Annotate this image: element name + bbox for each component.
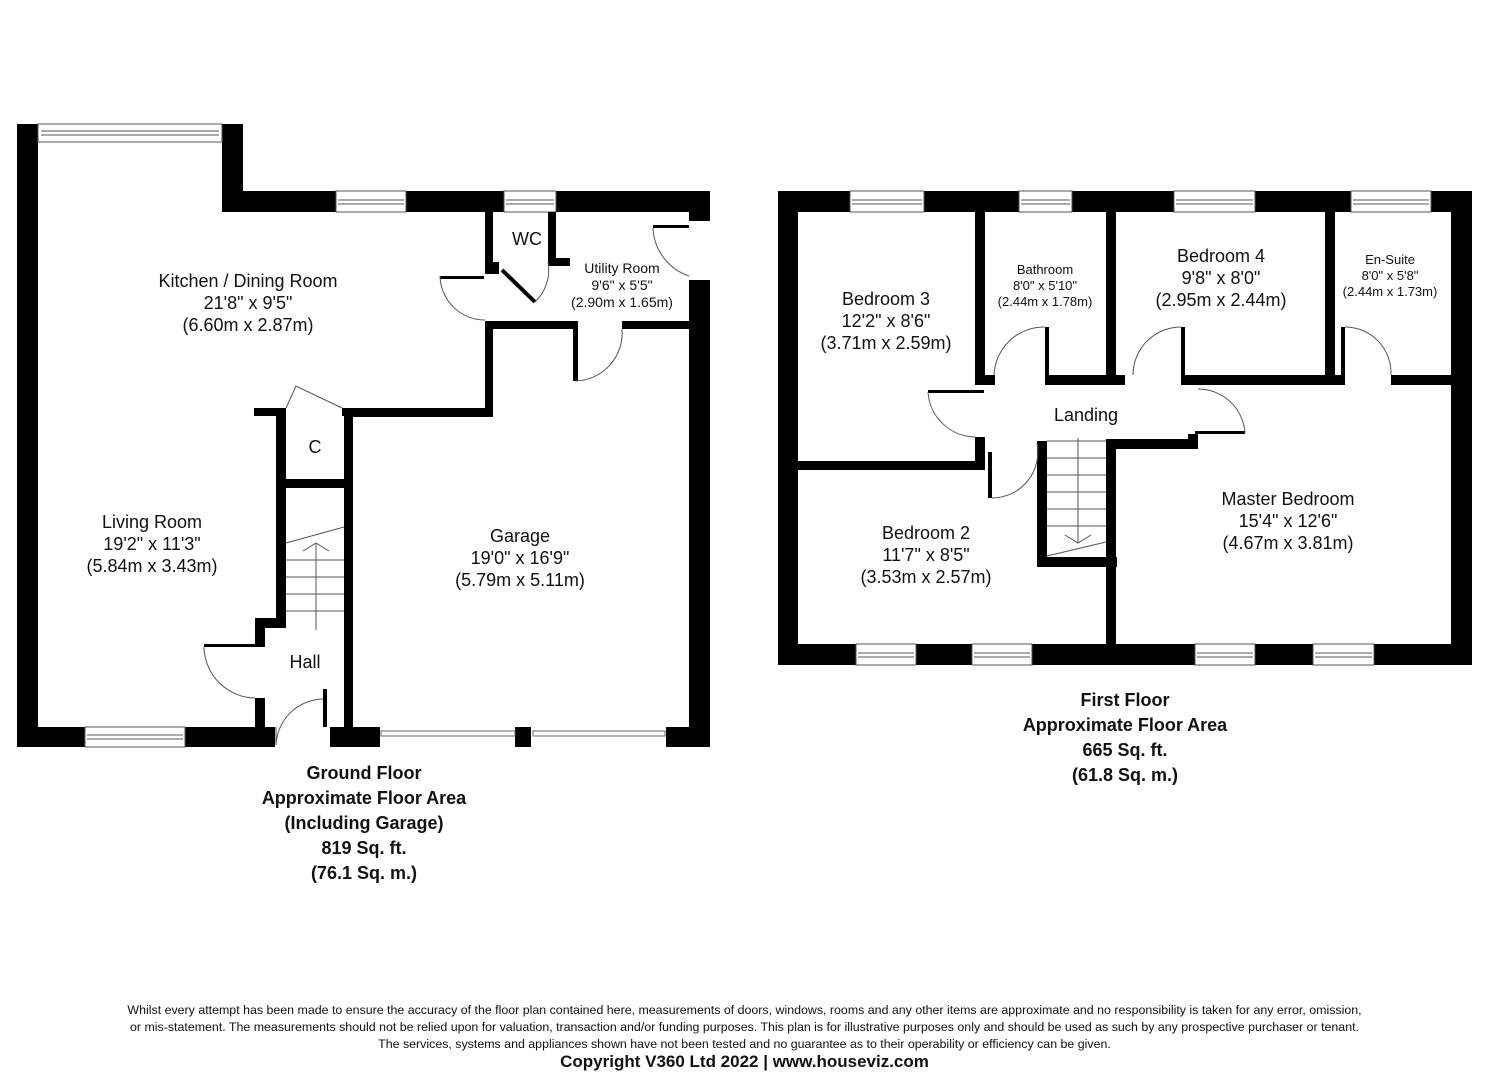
ground-floor-area-summary: Ground Floor Approximate Floor Area (Inc… — [214, 761, 514, 886]
room-name: Kitchen / Dining Room — [158, 271, 338, 291]
room-label-master-bedroom: Master Bedroom 15'4" x 12'6" (4.67m x 3.… — [1188, 489, 1388, 555]
copyright-notice: Copyright V360 Ltd 2022 | www.houseviz.c… — [560, 1052, 929, 1071]
room-label-hall: Hall — [275, 652, 335, 674]
room-dimensions-metric: (2.90m x 1.65m) — [571, 294, 673, 311]
room-dimensions-metric: (2.95m x 2.44m) — [1155, 289, 1287, 310]
room-dimensions-metric: (3.53m x 2.57m) — [860, 566, 992, 587]
disclaimer-line: The services, systems and appliances sho… — [378, 1037, 1111, 1051]
room-dimensions-metric: (6.60m x 2.87m) — [182, 314, 314, 335]
room-dimensions-metric: (5.84m x 3.43m) — [86, 555, 218, 576]
room-label-bedroom-4: Bedroom 4 9'8" x 8'0" (2.95m x 2.44m) — [1126, 246, 1316, 312]
area-label: Approximate Floor Area — [261, 788, 467, 808]
room-label-bedroom-3: Bedroom 3 12'2" x 8'6" (3.71m x 2.59m) — [796, 289, 976, 355]
area-sqft: 665 Sq. ft. — [1082, 740, 1168, 760]
room-name: C — [308, 437, 322, 457]
first-floor-plan — [778, 190, 1472, 666]
area-sqm: (61.8 Sq. m.) — [1071, 765, 1179, 785]
room-name: Bedroom 3 — [841, 289, 931, 309]
room-label-bathroom: Bathroom 8'0" x 5'10" (2.44m x 1.78m) — [985, 262, 1105, 310]
room-label-bedroom-2: Bedroom 2 11'7" x 8'5" (3.53m x 2.57m) — [836, 523, 1016, 589]
room-dimensions-imperial: 19'0" x 16'9" — [470, 547, 570, 568]
room-label-en-suite: En-Suite 8'0" x 5'8" (2.44m x 1.73m) — [1334, 252, 1446, 300]
room-dimensions-imperial: 9'6" x 5'5" — [591, 277, 653, 294]
floor-title: First Floor — [1080, 690, 1170, 710]
room-label-garage: Garage 19'0" x 16'9" (5.79m x 5.11m) — [430, 526, 610, 592]
room-dimensions-metric: (3.71m x 2.59m) — [820, 332, 952, 353]
disclaimer-line: or mis-statement. The measurements shoul… — [130, 1020, 1359, 1034]
area-sqft: 819 Sq. ft. — [321, 838, 407, 858]
room-label-living-room: Living Room 19'2" x 11'3" (5.84m x 3.43m… — [62, 512, 242, 578]
room-dimensions-imperial: 11'7" x 8'5" — [882, 544, 970, 565]
room-dimensions-imperial: 19'2" x 11'3" — [103, 533, 201, 554]
room-dimensions-metric: (2.44m x 1.73m) — [1342, 283, 1438, 299]
ground-floor-plan — [17, 123, 710, 748]
first-floor-doors — [927, 326, 1392, 557]
room-name: Garage — [489, 526, 551, 546]
disclaimer: Whilst every attempt has been made to en… — [0, 1002, 1489, 1053]
area-note: (Including Garage) — [284, 813, 444, 833]
floor-title: Ground Floor — [306, 763, 422, 783]
area-label: Approximate Floor Area — [1022, 715, 1228, 735]
room-dimensions-imperial: 9'8" x 8'0" — [1181, 267, 1261, 288]
first-floor-area-summary: First Floor Approximate Floor Area 665 S… — [975, 688, 1275, 788]
room-label-cupboard: C — [286, 437, 344, 459]
room-dimensions-imperial: 21'8" x 9'5" — [203, 292, 293, 313]
room-label-landing: Landing — [1036, 405, 1136, 427]
room-name: Master Bedroom — [1221, 489, 1355, 509]
room-dimensions-imperial: 8'0" x 5'10" — [1012, 277, 1078, 293]
room-name: Utility Room — [584, 260, 660, 276]
room-name: Bedroom 4 — [1176, 246, 1266, 266]
room-dimensions-metric: (4.67m x 3.81m) — [1222, 532, 1354, 553]
room-name: Bathroom — [1016, 262, 1074, 277]
area-sqm: (76.1 Sq. m.) — [310, 863, 418, 883]
room-label-utility: Utility Room 9'6" x 5'5" (2.90m x 1.65m) — [556, 260, 688, 311]
room-dimensions-imperial: 15'4" x 12'6" — [1238, 510, 1338, 531]
room-name: Bedroom 2 — [881, 523, 971, 543]
room-name: En-Suite — [1365, 252, 1415, 267]
wall — [17, 124, 38, 747]
room-name: Hall — [289, 652, 321, 672]
room-label-wc: WC — [497, 229, 557, 251]
room-name: Landing — [1053, 405, 1119, 425]
room-dimensions-metric: (5.79m x 5.11m) — [455, 569, 585, 590]
ground-floor-doors — [203, 225, 690, 746]
room-dimensions-imperial: 8'0" x 5'8" — [1361, 267, 1419, 283]
disclaimer-line: Whilst every attempt has been made to en… — [127, 1003, 1362, 1017]
room-name: Living Room — [101, 512, 203, 532]
room-label-kitchen-dining: Kitchen / Dining Room 21'8" x 9'5" (6.60… — [128, 271, 368, 337]
room-dimensions-metric: (2.44m x 1.78m) — [997, 293, 1093, 309]
room-dimensions-imperial: 12'2" x 8'6" — [841, 310, 931, 331]
room-name: WC — [512, 229, 542, 249]
